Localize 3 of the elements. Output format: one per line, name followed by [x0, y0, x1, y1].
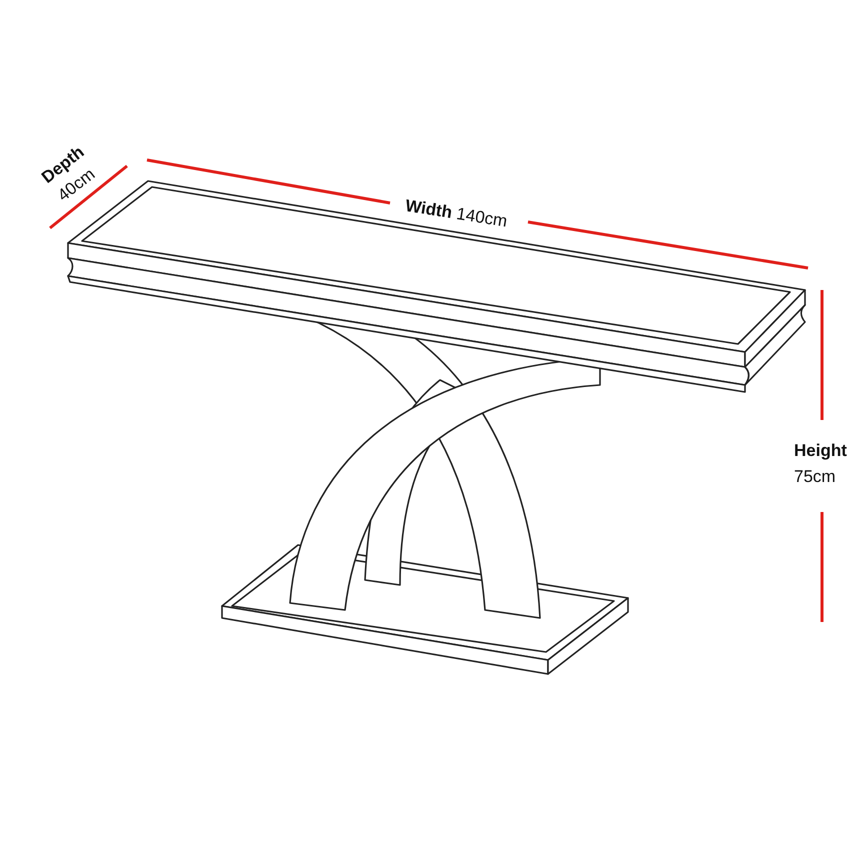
dimension-label: Width 140cm	[404, 196, 509, 232]
dimension-label: Height	[794, 441, 847, 461]
dimension-label: 75cm	[794, 467, 836, 487]
